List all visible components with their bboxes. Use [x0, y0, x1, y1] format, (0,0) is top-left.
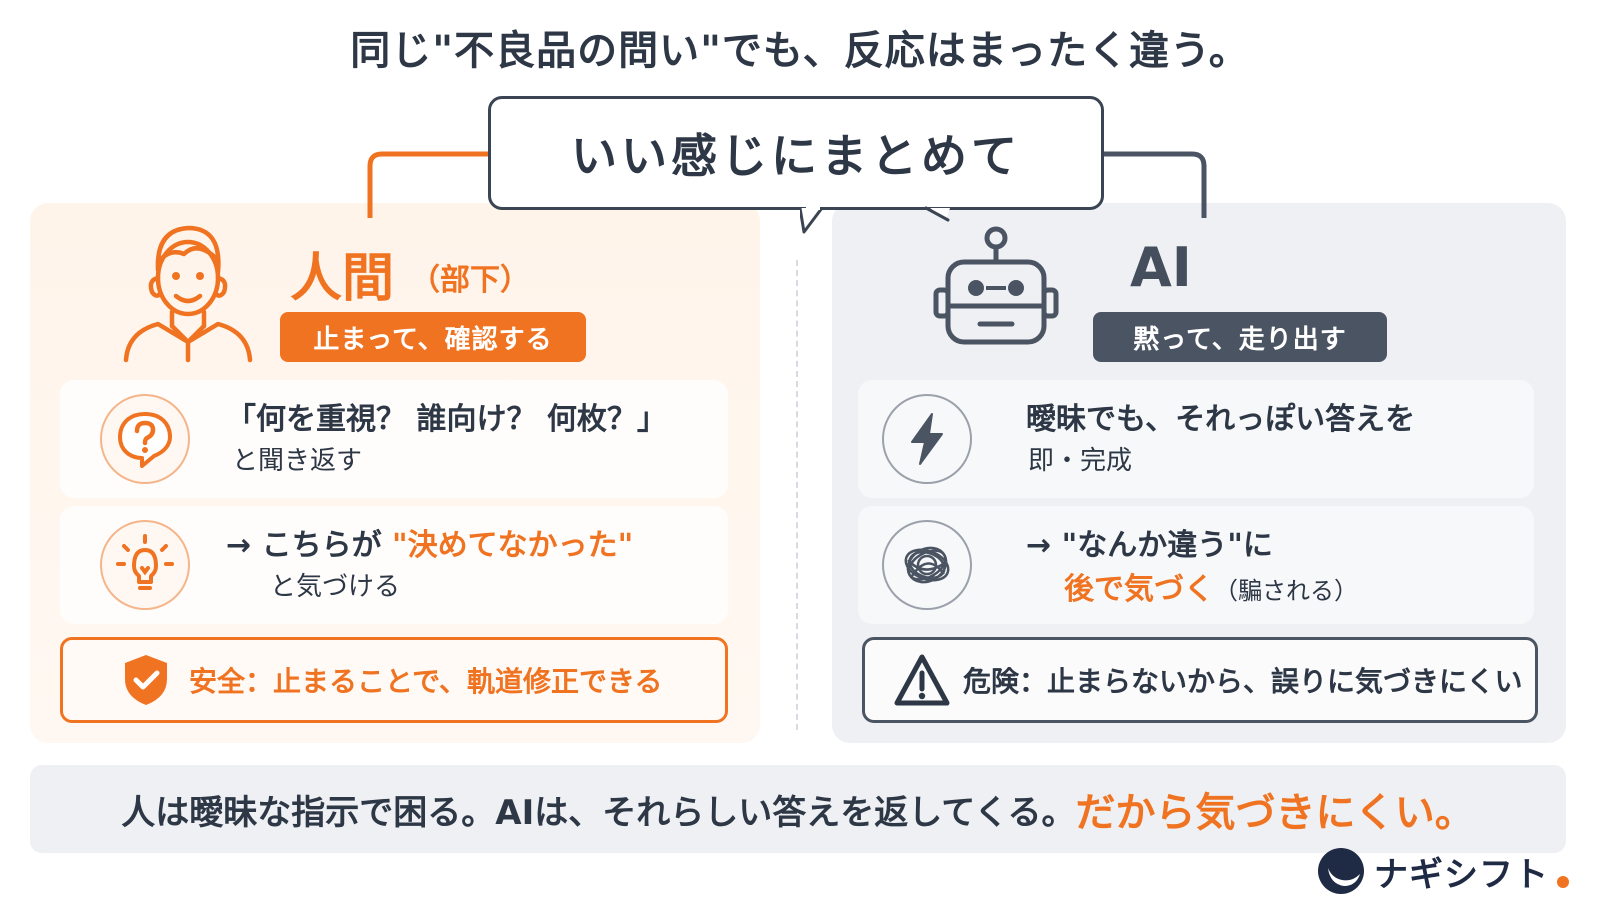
human-safety-text: 安全：止まることで、軌道修正できる [189, 665, 663, 698]
brand-logo-icon [1318, 848, 1364, 894]
panel-divider [796, 260, 798, 730]
human-card-2-line2: と気づける [270, 572, 401, 602]
connector-right [1100, 151, 1207, 218]
bubble-tail [800, 206, 950, 234]
lightning-icon [882, 394, 972, 484]
human-card-1: 「何を重視？ 誰向け？ 何枚？」 と聞き返す [60, 380, 728, 498]
lightbulb-icon [100, 520, 190, 610]
tangle-icon [882, 520, 972, 610]
human-card-1-line2: と聞き返す [232, 446, 363, 476]
ai-card-2-highlight: 後で気づく [1064, 572, 1214, 607]
ai-card-1: 曖昧でも、それっぽい答えを 即・完成 [858, 380, 1534, 498]
ai-danger-text: 危険：止まらないから、誤りに気づきにくい [963, 665, 1523, 698]
ai-card-2-line1: → "なんか違う"に [1026, 528, 1273, 563]
shield-check-icon [125, 655, 167, 705]
warning-icon [894, 654, 950, 706]
conclusion-main: 人は曖昧な指示で困る。AIは、それらしい答えを返してくる。 [121, 792, 1076, 833]
prompt-bubble: いい感じにまとめて [488, 96, 1104, 210]
human-card-1-line1: 「何を重視？ 誰向け？ 何枚？」 [226, 402, 667, 437]
human-heading-sub: （部下） [410, 263, 530, 298]
brand-name: ナギシフト [1374, 854, 1549, 895]
prompt-text: いい感じにまとめて [571, 129, 1021, 183]
ai-card-1-line2: 即・完成 [1028, 446, 1133, 476]
ai-card-2-line2: 後で気づく（騙される） [1064, 564, 1358, 608]
human-card-2-arrow: → こちらが [226, 528, 382, 563]
brand: ナギシフト [1316, 845, 1569, 897]
ai-danger-box: 危険：止まらないから、誤りに気づきにくい [862, 637, 1538, 723]
question-bubble-icon [100, 394, 190, 484]
brand-dot [1557, 876, 1569, 888]
human-safety-box: 安全：止まることで、軌道修正できる [60, 637, 728, 723]
page-title: 同じ"不良品の問い"でも、反応はまったく違う。 [350, 28, 1250, 74]
human-card-2: → こちらが "決めてなかった" と気づける [60, 506, 728, 624]
person-icon [123, 225, 253, 363]
ai-card-2: → "なんか違う"に 後で気づく（騙される） [858, 506, 1534, 624]
ai-card-2-paren: （騙される） [1214, 577, 1358, 605]
human-card-2-highlight: "決めてなかった" [392, 528, 634, 563]
human-tag: 止まって、確認する [280, 312, 586, 362]
conclusion-highlight: だから気づきにくい。 [1075, 790, 1475, 836]
ai-heading: AI [1130, 236, 1192, 299]
ai-tag: 黙って、走り出す [1093, 312, 1387, 362]
conclusion-banner: 人は曖昧な指示で困る。AIは、それらしい答えを返してくる。 だから気づきにくい。 [30, 765, 1566, 853]
human-heading: 人間 [290, 249, 395, 309]
human-card-2-line1: → こちらが "決めてなかった" [226, 520, 633, 564]
robot-icon [933, 226, 1059, 345]
ai-card-1-line1: 曖昧でも、それっぽい答えを [1026, 402, 1416, 437]
connector-left [367, 151, 490, 218]
